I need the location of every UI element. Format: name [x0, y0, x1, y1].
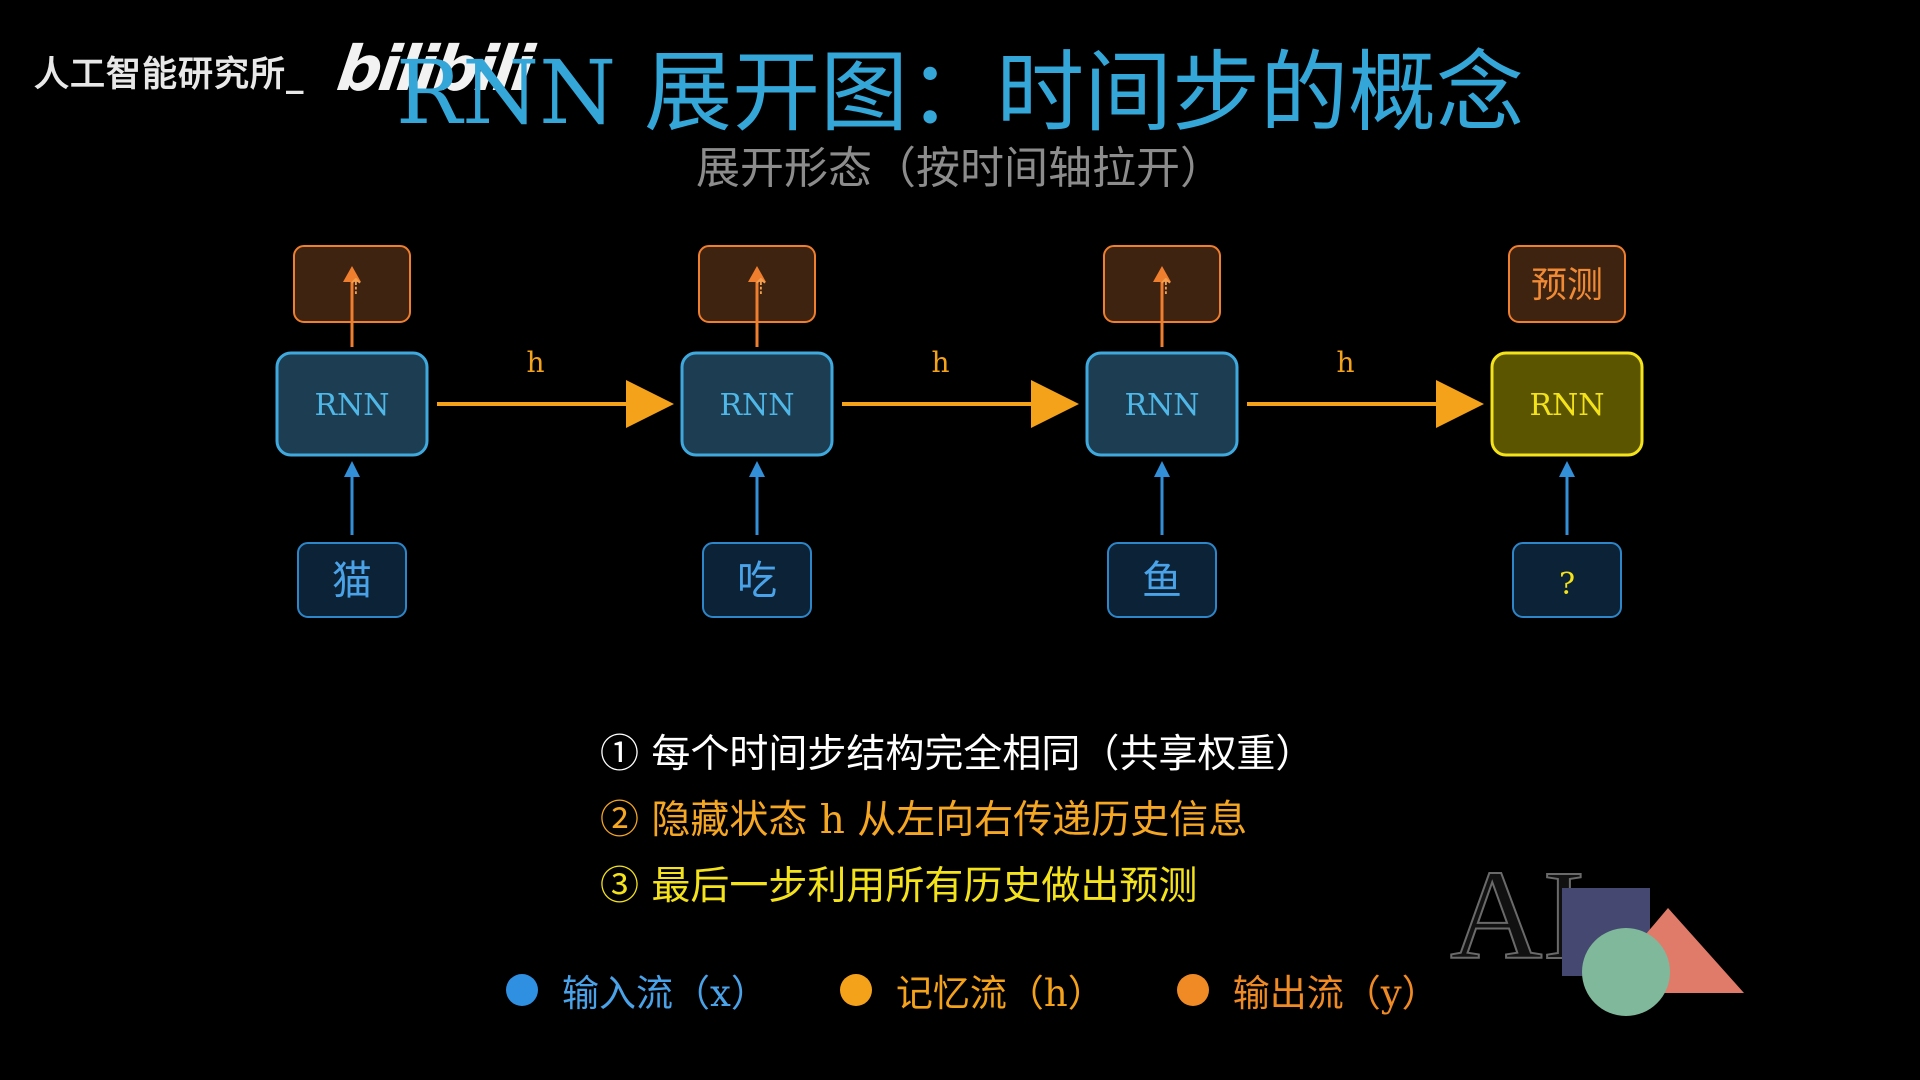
input-arrowhead	[749, 461, 765, 477]
time-step-1: 猫 RNN ⇡	[275, 245, 429, 618]
input-box	[702, 542, 812, 618]
rnn-cell	[1085, 351, 1239, 457]
rnn-cell-label: RNN	[1124, 388, 1199, 423]
input-box	[1107, 542, 1217, 618]
input-token: 猫	[332, 558, 372, 604]
input-token: 鱼	[1142, 558, 1182, 604]
key-points: ① 每个时间步结构完全相同（共享权重） ② 隐藏状态 h 从左向右传递历史信息 …	[600, 722, 1314, 920]
legend-memory-dot	[839, 974, 872, 1006]
rnn-cell	[680, 351, 834, 457]
hidden-state-link-2: h	[842, 346, 1079, 428]
rnn-cell-final	[1490, 351, 1644, 457]
time-step-4: ? RNN 预测	[1490, 245, 1644, 618]
hidden-state-label: h	[931, 346, 949, 379]
legend-output-flow: 输出流（y）	[1176, 963, 1439, 1017]
channel-watermark: 人工智能研究所_	[34, 55, 305, 95]
input-token: ?	[1559, 567, 1575, 602]
hidden-state-arrowhead	[626, 380, 674, 428]
ai-brand-logo: AI	[1450, 850, 1744, 1016]
rnn-cell-label: RNN	[719, 388, 794, 423]
hidden-state-link-1: h	[437, 346, 674, 428]
output-arrow-icon: ⇡	[752, 275, 770, 300]
input-arrowhead	[344, 461, 360, 477]
input-arrowhead	[1559, 461, 1575, 477]
ai-logo-circle	[1582, 928, 1670, 1016]
rnn-cell-label: RNN	[314, 388, 389, 423]
output-arrowhead	[748, 266, 766, 282]
key-point-2: ② 隐藏状态 h 从左向右传递历史信息	[600, 798, 1248, 843]
hidden-state-link-3: h	[1247, 346, 1484, 428]
time-step-3: 鱼 RNN ⇡	[1085, 245, 1239, 618]
hidden-state-label: h	[1336, 346, 1354, 379]
output-arrowhead	[343, 266, 361, 282]
output-arrow-icon: ⇡	[347, 275, 365, 300]
time-step-2: 吃 RNN ⇡	[680, 245, 834, 618]
legend-output-dot	[1176, 974, 1209, 1006]
slide-subtitle: 展开形态（按时间轴拉开）	[696, 143, 1224, 194]
input-arrowhead	[1154, 461, 1170, 477]
legend-memory-label: 记忆流（h）	[895, 972, 1105, 1015]
slide-title: RNN 展开图：时间步的概念	[395, 41, 1525, 144]
hidden-state-arrowhead	[1031, 380, 1079, 428]
legend-memory-flow: 记忆流（h）	[839, 963, 1105, 1017]
input-box	[297, 542, 407, 618]
output-arrowhead	[1153, 266, 1171, 282]
prediction-label: 预测	[1531, 265, 1603, 306]
input-box	[1512, 542, 1622, 618]
legend-input-dot	[506, 974, 538, 1006]
hidden-state-label: h	[526, 346, 544, 379]
flow-legend: 输入流（x） 记忆流（h） 输出流（y）	[506, 963, 1511, 1017]
rnn-cell-label: RNN	[1529, 388, 1604, 423]
legend-input-flow: 输入流（x）	[506, 963, 768, 1017]
key-point-3: ③ 最后一步利用所有历史做出预测	[600, 864, 1198, 909]
legend-input-label: 输入流（x）	[562, 972, 768, 1015]
hidden-state-arrowhead	[1436, 380, 1484, 428]
input-token: 吃	[737, 558, 777, 604]
legend-output-label: 输出流（y）	[1232, 972, 1439, 1015]
output-box	[1508, 245, 1626, 323]
rnn-cell	[275, 351, 429, 457]
output-arrow-icon: ⇡	[1157, 275, 1175, 300]
key-point-1: ① 每个时间步结构完全相同（共享权重）	[600, 732, 1315, 777]
